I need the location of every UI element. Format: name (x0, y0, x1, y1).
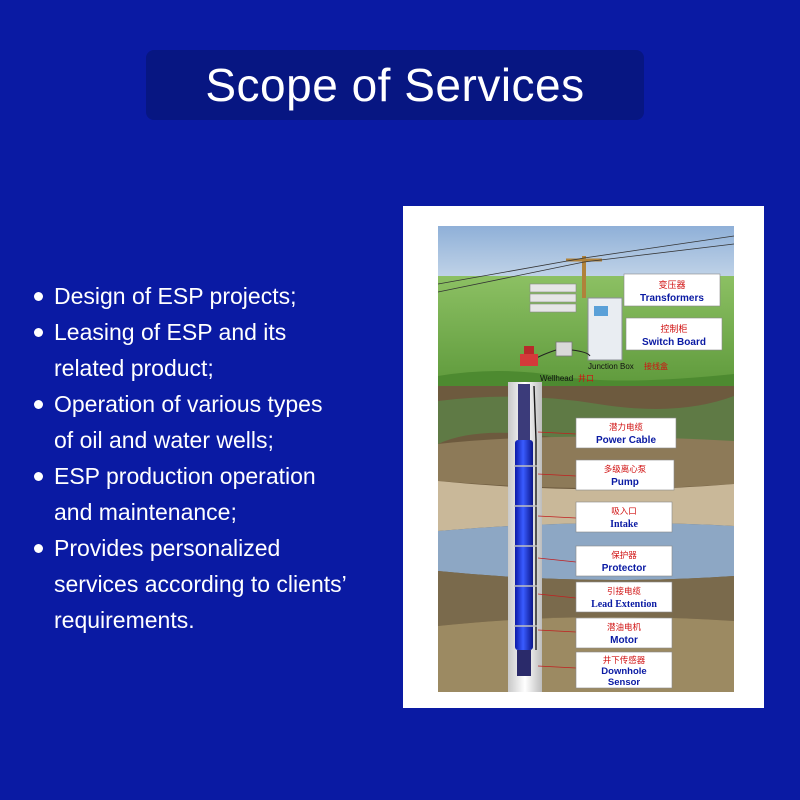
power-cable-label-cn: 潜力电缆 (609, 422, 644, 433)
page-title: Scope of Services (205, 59, 585, 111)
motor-label: Motor (610, 635, 638, 646)
junction-box-label: Junction Box (588, 362, 634, 371)
service-line: Design of ESP projects; (54, 283, 297, 309)
intake-label-cn: 吸入口 (611, 507, 637, 517)
service-line: requirements. (54, 607, 195, 633)
component-label: 吸入口 Intake (575, 501, 673, 533)
bullet-dot-icon (34, 544, 43, 553)
component-label: 潜力电缆 Power Cable (575, 417, 677, 449)
service-item: Design of ESP projects; (32, 278, 402, 314)
wellhead-label-cn: 井口 (578, 373, 594, 383)
service-line: Provides personalized (54, 535, 281, 561)
wellhead-label: Wellhead (540, 374, 573, 383)
downhole-sensor-label: Downhole (601, 666, 646, 677)
esp-string (515, 440, 533, 650)
lead-extention-label: Lead Extention (591, 599, 657, 610)
component-label: 引接电缆 Lead Extention (575, 581, 673, 613)
transformers-label-cn: 变压器 (658, 279, 685, 291)
esp-diagram-svg: 变压器 Transformers 控制柜 Switch Board Juncti… (438, 226, 734, 692)
bullet-dot-icon (34, 292, 43, 301)
junction-box (555, 341, 573, 357)
power-cable-label: Power Cable (596, 435, 656, 446)
intake-label: Intake (610, 519, 638, 530)
service-item: Leasing of ESP and its related product; (32, 314, 402, 386)
pump-label: Pump (611, 477, 639, 488)
motor-label-cn: 潜油电机 (607, 622, 642, 633)
service-item: ESP production operation and maintenance; (32, 458, 402, 530)
power-line (583, 235, 734, 259)
component-label: 多级离心泵 Pump (575, 459, 675, 491)
switch-board-label-box (625, 317, 723, 351)
power-cable-line (533, 385, 537, 650)
transformers-label-box (623, 273, 721, 307)
diagram-frame: 变压器 Transformers 控制柜 Switch Board Juncti… (403, 206, 764, 708)
junction-cable (571, 349, 591, 357)
leader-lines (537, 431, 577, 669)
service-line: and maintenance; (54, 499, 237, 525)
downhole-sensor-unit (517, 650, 531, 676)
service-line: of oil and water wells; (54, 427, 274, 453)
power-line (583, 243, 734, 263)
transformers-label: Transformers (640, 293, 704, 304)
switch-board-label: Switch Board (642, 337, 706, 348)
downhole-sensor-label-cn: 井下传感器 (603, 655, 646, 666)
switch-board-label-cn: 控制柜 (660, 323, 687, 335)
switch-board-screen (594, 306, 608, 316)
title-box: Scope of Services (146, 50, 644, 120)
component-label: 保护器 Protector (575, 545, 673, 577)
service-line: Operation of various types (54, 391, 323, 417)
junction-box-label-cn: 接线盒 (644, 361, 668, 371)
services-list: Design of ESP projects; Leasing of ESP a… (32, 278, 402, 638)
bullet-dot-icon (34, 472, 43, 481)
tubing (518, 384, 530, 444)
pump-label-cn: 多级离心泵 (604, 464, 647, 475)
service-line: Leasing of ESP and its (54, 319, 287, 345)
bullet-dot-icon (34, 328, 43, 337)
transformer-units (529, 283, 577, 313)
protector-label-cn: 保护器 (611, 550, 637, 561)
wellhead (520, 354, 538, 366)
wellhead-valve (524, 346, 534, 354)
service-line: services according to clients’ (54, 571, 347, 597)
service-line: related product; (54, 355, 214, 381)
service-item: Provides personalized services according … (32, 530, 402, 638)
component-label: 潜油电机 Motor (575, 617, 673, 649)
protector-label: Protector (602, 563, 647, 574)
downhole-sensor-label-2: Sensor (608, 677, 641, 688)
service-item: Operation of various types of oil and wat… (32, 386, 402, 458)
power-line (438, 257, 585, 285)
lead-extention-label-cn: 引接电缆 (607, 586, 642, 597)
esp-diagram: 变压器 Transformers 控制柜 Switch Board Juncti… (438, 226, 734, 692)
power-line (438, 261, 585, 293)
bullet-dot-icon (34, 400, 43, 409)
service-line: ESP production operation (54, 463, 316, 489)
component-label: 井下传感器 Downhole Sensor (575, 651, 673, 689)
cable-bands (514, 465, 537, 627)
